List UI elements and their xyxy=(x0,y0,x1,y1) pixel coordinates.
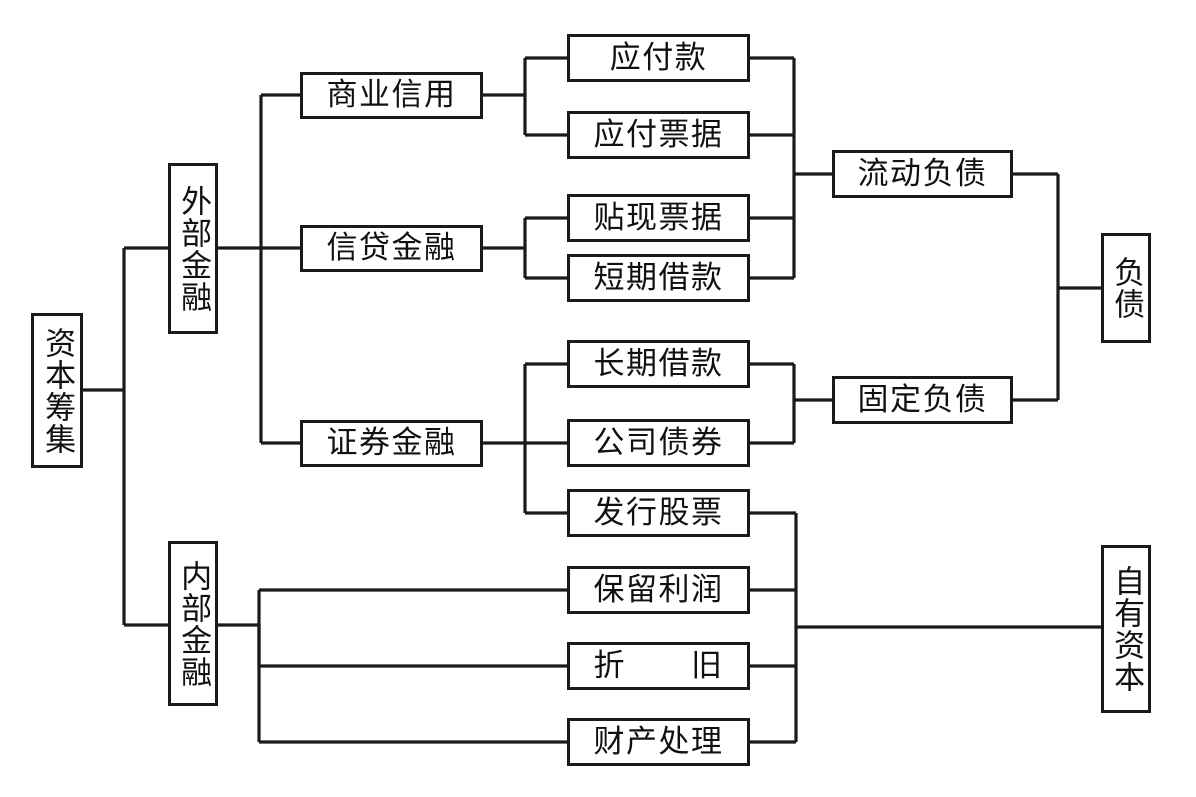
node-asset-disposal[interactable]: 财产处理 xyxy=(567,718,750,766)
node-label-liabilities: 负债 xyxy=(1108,256,1145,320)
node-label-securities-finance: 证券金融 xyxy=(326,425,457,462)
node-label-external: 外部金融 xyxy=(175,184,212,313)
node-owners-capital[interactable]: 自有资本 xyxy=(1101,545,1151,713)
node-depreciation[interactable]: 折 旧 xyxy=(567,642,750,690)
node-label-short-term-loan: 短期借款 xyxy=(593,259,724,296)
node-label-depreciation: 折 旧 xyxy=(593,647,724,684)
node-securities-finance[interactable]: 证券金融 xyxy=(300,420,483,467)
node-fixed-liabilities[interactable]: 固定负债 xyxy=(832,376,1013,424)
node-label-long-term-loan: 长期借款 xyxy=(593,345,724,382)
node-credit-finance[interactable]: 信贷金融 xyxy=(300,225,483,272)
node-label-asset-disposal: 财产处理 xyxy=(593,723,724,760)
node-short-term-loan[interactable]: 短期借款 xyxy=(567,254,750,302)
node-long-term-loan[interactable]: 长期借款 xyxy=(567,340,750,388)
node-corporate-bond[interactable]: 公司债券 xyxy=(567,419,750,467)
node-label-retained-earnings: 保留利润 xyxy=(593,571,724,608)
node-label-accounts-payable: 应付款 xyxy=(609,39,708,76)
node-label-current-liabilities: 流动负债 xyxy=(857,155,988,192)
node-notes-payable[interactable]: 应付票据 xyxy=(567,111,750,159)
node-label-corporate-bond: 公司债券 xyxy=(593,424,724,461)
node-label-trade-credit: 商业信用 xyxy=(326,77,457,114)
node-label-discounted-notes: 贴现票据 xyxy=(593,199,724,236)
node-root-capital-raising[interactable]: 资本筹集 xyxy=(31,313,83,468)
node-label-credit-finance: 信贷金融 xyxy=(326,230,457,267)
node-label-notes-payable: 应付票据 xyxy=(593,116,724,153)
node-issue-stock[interactable]: 发行股票 xyxy=(567,489,750,537)
node-label-internal: 内部金融 xyxy=(175,559,212,688)
node-liabilities[interactable]: 负债 xyxy=(1101,233,1151,343)
node-label-owners-capital: 自有资本 xyxy=(1108,565,1145,693)
node-internal-finance[interactable]: 内部金融 xyxy=(168,541,218,706)
node-accounts-payable[interactable]: 应付款 xyxy=(567,34,750,82)
node-discounted-notes[interactable]: 贴现票据 xyxy=(567,194,750,242)
node-current-liabilities[interactable]: 流动负债 xyxy=(832,150,1013,198)
node-label-issue-stock: 发行股票 xyxy=(593,494,724,531)
node-trade-credit[interactable]: 商业信用 xyxy=(300,72,483,119)
node-label-fixed-liabilities: 固定负债 xyxy=(857,381,988,418)
node-label-root: 资本筹集 xyxy=(39,326,76,455)
node-external-finance[interactable]: 外部金融 xyxy=(168,163,218,334)
node-retained-earnings[interactable]: 保留利润 xyxy=(567,566,750,614)
